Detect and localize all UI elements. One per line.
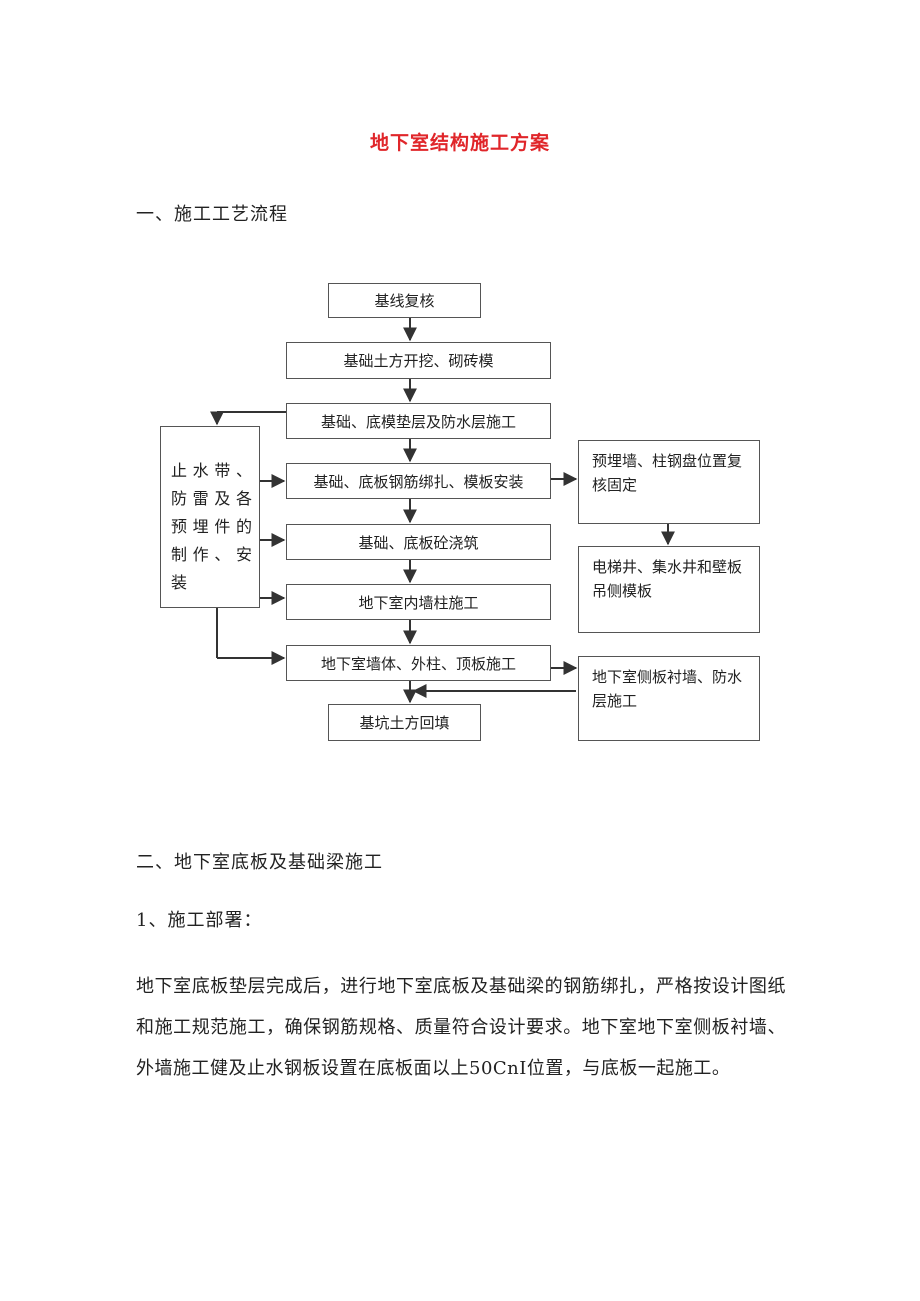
flow-box-elevator-formwork: 电梯井、集水井和壁板吊侧模板	[578, 546, 760, 633]
flow-step-rebar-formwork: 基础、底板钢筋绑扎、模板安装	[286, 463, 551, 499]
document-title: 地下室结构施工方案	[369, 132, 550, 154]
flow-step-concrete-pour: 基础、底板砼浇筑	[286, 524, 551, 560]
flow-step-wall-roof: 地下室墙体、外柱、顶板施工	[286, 645, 551, 681]
body-paragraph: 地下室底板垫层完成后，进行地下室底板及基础梁的钢筋绑扎，严格按设计图纸和施工规范…	[136, 976, 786, 1079]
flow-box-embedded-check: 预埋墙、柱钢盘位置复核固定	[578, 440, 760, 524]
flow-step-cushion-waterproof: 基础、底模垫层及防水层施工	[286, 403, 551, 439]
section-heading-process-flow: 一、施工工艺流程	[136, 204, 288, 225]
flow-step-backfill: 基坑土方回填	[328, 704, 481, 741]
subsection-heading-deployment: 1、施工部署：	[136, 910, 263, 931]
flow-box-side-wall-waterproof: 地下室侧板衬墙、防水层施工	[578, 656, 760, 741]
flow-step-baseline-check: 基线复核	[328, 283, 481, 318]
flowchart-connectors	[210, 317, 675, 704]
section-heading-basement-slab: 二、地下室底板及基础梁施工	[136, 852, 383, 873]
flow-step-inner-wall-column: 地下室内墙柱施工	[286, 584, 551, 620]
flow-box-embedded-parts: 止水带、防雷及各预埋件的制作、安装	[160, 426, 260, 608]
flow-step-excavation: 基础土方开挖、砌砖模	[286, 342, 551, 379]
